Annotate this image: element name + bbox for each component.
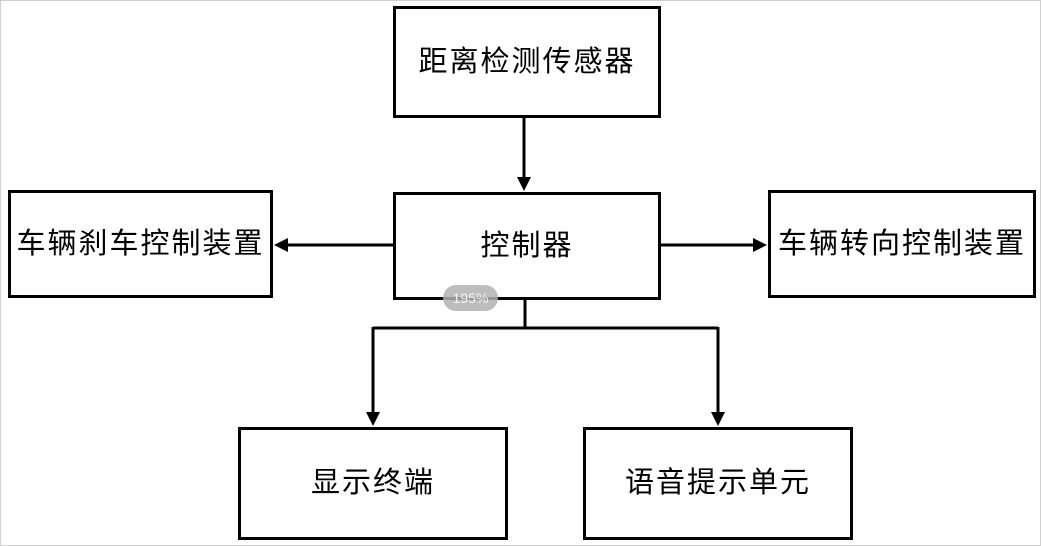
- arrowhead-down-icon: [711, 412, 725, 426]
- node-display-terminal: 显示终端: [238, 427, 508, 540]
- zoom-level-badge: 195%: [443, 285, 498, 311]
- arrowhead-left-icon: [274, 238, 288, 252]
- node-distance-sensor: 距离检测传感器: [393, 6, 661, 118]
- node-controller-label: 控制器: [480, 229, 574, 262]
- arrowhead-right-icon: [753, 238, 767, 252]
- arrowhead-down-icon: [366, 412, 380, 426]
- node-controller: 控制器: [393, 192, 661, 300]
- zoom-level-badge-label: 195%: [452, 290, 489, 306]
- node-voice-prompt-unit: 语音提示单元: [583, 427, 853, 540]
- node-brake-control-label: 车辆刹车控制装置: [16, 227, 265, 260]
- arrowhead-down-icon: [517, 177, 531, 191]
- node-brake-control: 车辆刹车控制装置: [8, 190, 273, 298]
- node-steering-control: 车辆转向控制装置: [768, 190, 1036, 298]
- node-voice-prompt-unit-label: 语音提示单元: [624, 467, 811, 499]
- node-distance-sensor-label: 距离检测传感器: [418, 45, 636, 78]
- node-display-terminal-label: 显示终端: [310, 467, 435, 499]
- node-steering-control-label: 车辆转向控制装置: [777, 227, 1026, 260]
